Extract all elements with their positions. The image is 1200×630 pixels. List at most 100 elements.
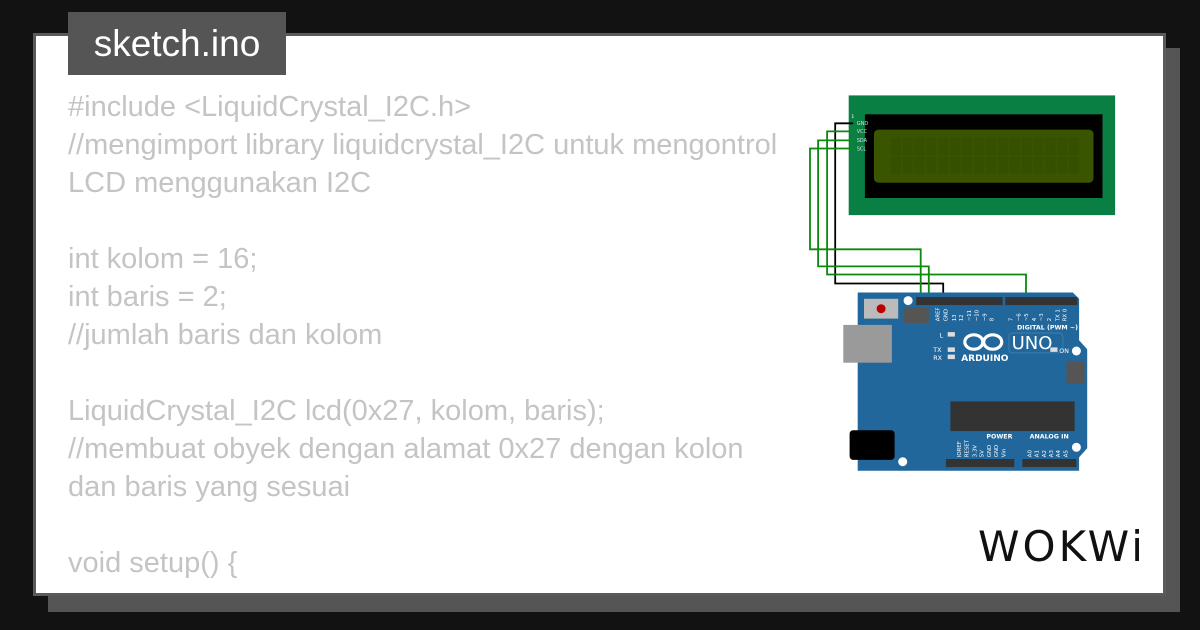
digital-pin-label: RX 0 <box>1063 308 1069 321</box>
lcd-1602[interactable]: 1 GND VCC SDA SCL <box>848 95 1116 216</box>
code-line <box>68 354 788 392</box>
led-label-rx: RX <box>933 355 942 362</box>
lcd-pin-gnd: GND <box>857 121 869 127</box>
power-pin-label: GND <box>994 445 1000 457</box>
power-pin-label: A0 <box>1027 450 1033 458</box>
digital-pin-label: ~3 <box>1039 313 1045 321</box>
lcd-cell <box>938 156 949 174</box>
power-header <box>945 459 1015 468</box>
wire-vcc[interactable] <box>826 130 1027 302</box>
digital-pin-label: 12 <box>959 314 965 321</box>
lcd-cell <box>902 137 913 155</box>
power-pin-label: Vin <box>1001 449 1007 457</box>
power-label: POWER <box>986 433 1012 440</box>
code-line: //jumlah baris dan kolom <box>68 319 383 351</box>
lcd-cell <box>1069 137 1080 155</box>
lcd-cell <box>962 137 973 155</box>
power-pin-label: A4 <box>1056 450 1062 458</box>
digital-pin-label: GND <box>944 309 950 321</box>
wire-sda[interactable] <box>817 139 930 302</box>
digital-pin-label: 13 <box>952 314 958 321</box>
digital-pin-label: 2 <box>1047 318 1053 321</box>
lcd-cell <box>938 137 949 155</box>
digital-header-1 <box>916 297 1003 306</box>
lcd-cell <box>974 137 985 155</box>
led-label-tx: TX <box>932 347 942 354</box>
power-pin-label: A5 <box>1063 450 1069 457</box>
lcd-cell <box>1045 137 1056 155</box>
lcd-cell <box>997 156 1008 174</box>
arduino-model: UNO <box>1012 333 1053 354</box>
lcd-cell <box>986 137 996 155</box>
lcd-cell <box>902 156 913 174</box>
lcd-cell <box>891 137 901 155</box>
code-line: int kolom = 16; <box>68 243 258 275</box>
power-pin-label: IOREF <box>957 441 963 457</box>
lcd-cell <box>1033 156 1044 174</box>
digital-header-2 <box>1005 297 1078 306</box>
lcd-cell <box>997 137 1008 155</box>
lcd-cell <box>1045 156 1056 174</box>
arduino-infinity-logo <box>963 333 1004 351</box>
arduino-brand: ARDUINO <box>961 354 1009 364</box>
code-view: #include <LiquidCrystal_I2C.h> //mengimp… <box>68 88 788 582</box>
power-pin-label: A3 <box>1049 450 1055 457</box>
digital-pin-label: 4 <box>1032 317 1038 321</box>
power-jack <box>849 430 895 460</box>
lcd-pin-scl: SCL <box>857 146 867 152</box>
lcd-cell <box>1021 156 1032 174</box>
lcd-cell <box>914 156 925 174</box>
code-line: #include <LiquidCrystal_I2C.h> <box>68 91 472 123</box>
led-label-l: L <box>940 333 944 340</box>
wire-gnd[interactable] <box>834 122 945 302</box>
digital-pin-label: ~10 <box>974 309 980 321</box>
analog-label: ANALOG IN <box>1030 433 1069 440</box>
lcd-cell <box>926 137 937 155</box>
lcd-pin-vcc: VCC <box>857 129 868 135</box>
digital-pin-label: ~6 <box>1017 313 1023 322</box>
lcd-cell <box>1057 156 1068 174</box>
icsp-header-2 <box>1066 361 1085 384</box>
usb-port <box>843 324 892 363</box>
lcd-cell <box>986 156 996 174</box>
lcd-cell <box>962 156 973 174</box>
code-line: //mengimport library liquidcrystal_I2C u… <box>68 129 786 199</box>
lcd-cell <box>1009 156 1020 174</box>
power-pin-label: 5V <box>980 450 986 457</box>
lcd-pin-sda: SDA <box>857 138 868 144</box>
power-pin-label: 3.3V <box>973 445 979 458</box>
lcd-cell <box>1033 137 1044 155</box>
power-pin-label: A1 <box>1035 450 1041 457</box>
code-line: LiquidCrystal_I2C lcd(0x27, kolom, baris… <box>68 395 605 427</box>
atmega-chip <box>950 401 1075 432</box>
lcd-cells <box>891 137 1080 174</box>
lcd-cell <box>1069 156 1080 174</box>
digital-pin-label: 8 <box>990 317 996 321</box>
file-tab[interactable]: sketch.ino <box>68 12 286 75</box>
lcd-cell <box>891 156 901 174</box>
pin1-label: 1 <box>851 114 854 120</box>
code-line: int baris = 2; <box>68 281 227 313</box>
power-pin-label: GND <box>987 445 993 457</box>
analog-header <box>1022 459 1077 468</box>
digital-pin-label: AREF <box>936 307 942 321</box>
wires <box>809 122 1027 302</box>
lcd-screen <box>873 129 1094 183</box>
code-line: //membuat obyek dengan alamat 0x27 denga… <box>68 433 752 503</box>
icsp-header <box>903 307 929 324</box>
on-label: ON <box>1059 348 1069 355</box>
lcd-cell <box>950 156 961 174</box>
code-line <box>68 202 788 240</box>
lcd-cell <box>1021 137 1032 155</box>
digital-pin-label: ~11 <box>967 310 973 321</box>
lcd-cell <box>926 156 937 174</box>
code-line <box>68 506 788 544</box>
lcd-cell <box>974 156 985 174</box>
reset-button-cap <box>876 304 886 314</box>
lcd-cell <box>1009 137 1020 155</box>
lcd-cell <box>950 137 961 155</box>
lcd-cell <box>1057 137 1068 155</box>
wire-scl[interactable] <box>809 147 922 302</box>
digital-pin-label: TX 1 <box>1055 309 1061 322</box>
